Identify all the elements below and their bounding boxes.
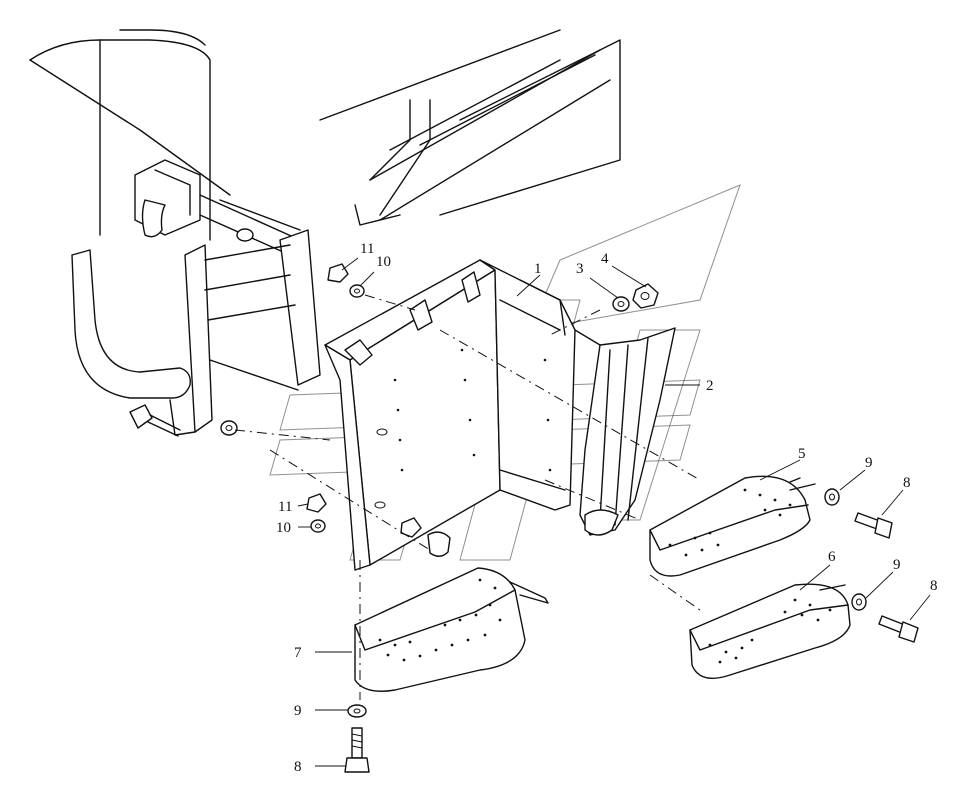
callout-8-right-upper: 8	[903, 475, 911, 491]
nut-part-4	[632, 283, 659, 309]
step-tread-part-7	[354, 567, 549, 692]
callout-8-right-lower: 8	[930, 578, 938, 594]
callout-6: 6	[828, 549, 836, 565]
callout-labels: 11 10 1 3 4 2 5 9 8 11 10 6 9 8 7 9 8	[276, 241, 938, 775]
callout-10-lower: 10	[276, 520, 291, 536]
assembly-centerlines	[234, 294, 701, 700]
left-bolt-assembly	[129, 404, 238, 437]
callout-3: 3	[576, 261, 584, 277]
mounting-frame	[169, 229, 321, 436]
callout-2: 2	[706, 378, 714, 394]
step-tread-part-6	[689, 583, 851, 679]
step-frame-part-1	[324, 259, 576, 571]
callout-5: 5	[798, 446, 806, 462]
washer-part-9-bottom	[347, 704, 367, 718]
callout-1: 1	[534, 261, 542, 277]
callout-9-bottom: 9	[294, 703, 302, 719]
upper-nut-washer	[327, 263, 365, 298]
machine-body	[29, 29, 621, 241]
callout-7: 7	[294, 645, 302, 661]
lower-nut-washer	[306, 493, 327, 533]
callout-11-lower: 11	[278, 499, 292, 515]
bolt-part-8-right-lower	[878, 615, 919, 643]
lower-nut	[400, 517, 422, 538]
rubber-bumper	[427, 531, 451, 557]
callout-8-bottom: 8	[294, 759, 302, 775]
bolt-part-8-bottom	[344, 727, 370, 773]
washer-part-9-right-lower	[851, 593, 867, 611]
callout-10-upper: 10	[376, 254, 391, 270]
callout-9-right-upper: 9	[865, 455, 873, 471]
guard-panel-part-2	[574, 327, 676, 536]
step-tread-part-5	[649, 475, 816, 577]
callout-4: 4	[601, 251, 609, 267]
washer-part-3	[612, 296, 630, 312]
callout-9-right-lower: 9	[893, 557, 901, 573]
hinge-bracket	[134, 159, 301, 256]
washer-part-9-right-upper	[824, 488, 840, 506]
callout-11-upper: 11	[360, 241, 374, 257]
handrail	[71, 249, 191, 399]
bolt-part-8-right-upper	[854, 512, 893, 539]
callout-leaders	[297, 257, 931, 767]
